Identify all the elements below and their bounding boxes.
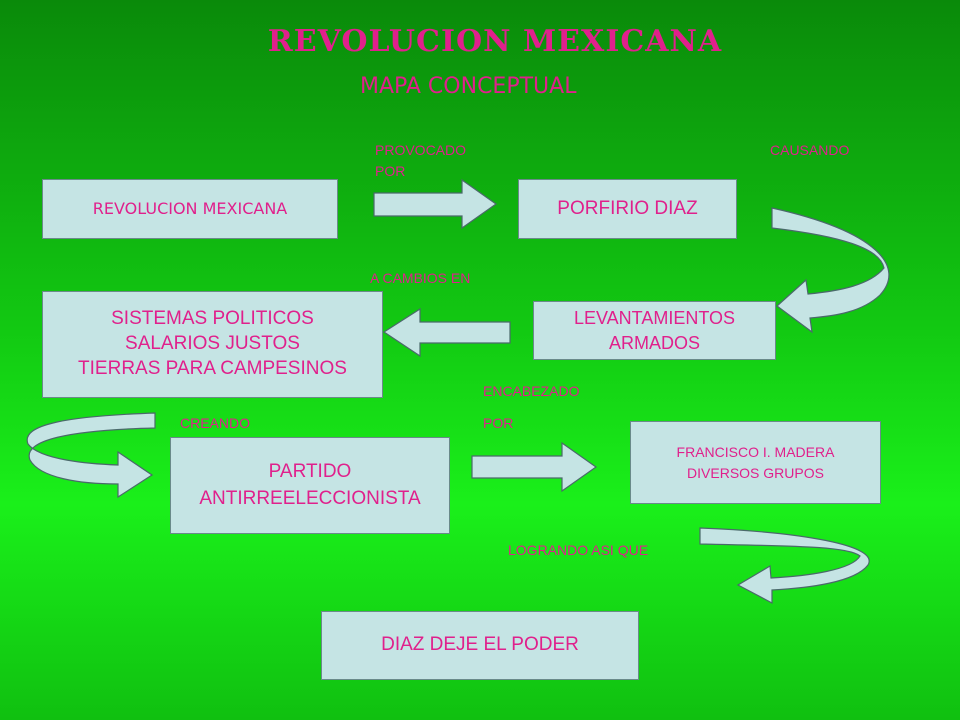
node-porfirio-label: PORFIRIO DIAZ xyxy=(557,197,698,219)
page-title: REVOLUCION MEXICANA xyxy=(267,24,723,59)
arrow-logrando xyxy=(699,527,870,604)
node-madero-label: FRANCISCO I. MADERA DIVERSOS GRUPOS xyxy=(676,443,835,481)
arrow-causando xyxy=(771,207,890,334)
link-label-logrando: LOGRANDO ASI QUE xyxy=(508,542,649,558)
link-label-creando: CREANDO xyxy=(180,415,251,431)
link-label-causando: CAUSANDO xyxy=(770,142,850,158)
node-partido: PARTIDO ANTIRREELECCIONISTA xyxy=(170,437,450,534)
node-madero: FRANCISCO I. MADERA DIVERSOS GRUPOS xyxy=(630,421,881,504)
link-label-cambios: A CAMBIOS EN xyxy=(370,270,471,286)
page-subtitle: MAPA CONCEPTUAL xyxy=(360,74,577,99)
link-label-provocado: PROVOCADO POR xyxy=(375,142,467,179)
node-diaz-deje-poder: DIAZ DEJE EL PODER xyxy=(321,611,639,680)
node-revolucion-mexicana: REVOLUCION MEXICANA xyxy=(42,179,338,239)
node-levantamientos-label: LEVANTAMIENTOS ARMADOS xyxy=(573,308,736,353)
link-label-encabezado: ENCABEZADO POR xyxy=(483,383,580,432)
node-sistemas-label: SISTEMAS POLITICOS SALARIOS JUSTOS TIERR… xyxy=(78,308,347,379)
arrow-creando xyxy=(26,412,156,499)
node-levantamientos: LEVANTAMIENTOS ARMADOS xyxy=(533,301,776,360)
node-partido-label: PARTIDO ANTIRREELECCIONISTA xyxy=(199,460,421,509)
node-sistemas: SISTEMAS POLITICOS SALARIOS JUSTOS TIERR… xyxy=(42,291,383,398)
arrow-cambios xyxy=(382,307,511,358)
node-diaz-label: DIAZ DEJE EL PODER xyxy=(381,634,579,656)
arrow-encabezado xyxy=(471,441,598,493)
node-porfirio-diaz: PORFIRIO DIAZ xyxy=(518,179,737,239)
node-revolucion-label: REVOLUCION MEXICANA xyxy=(92,198,288,218)
arrow-provocado xyxy=(373,178,498,230)
